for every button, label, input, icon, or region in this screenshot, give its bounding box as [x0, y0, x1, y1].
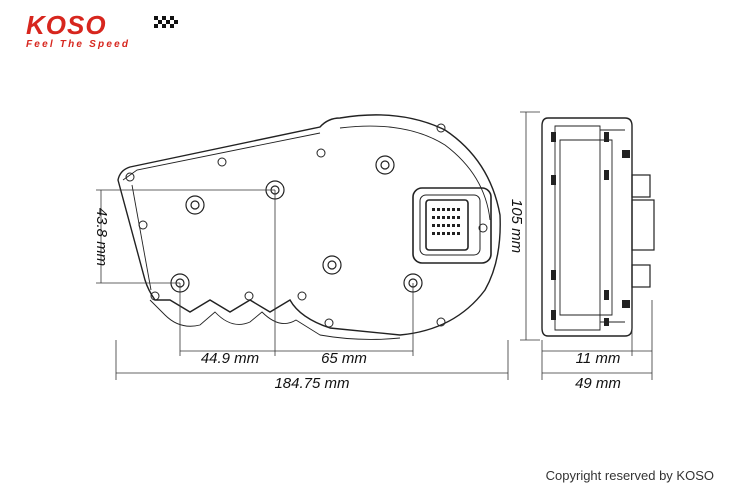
front-view: [117, 114, 501, 340]
checkered-flag-icon: [154, 16, 178, 28]
dimension-lines: [96, 111, 653, 380]
dim-offset-1: 44.9 mm: [201, 350, 259, 367]
screws: [125, 123, 488, 328]
mounting-bosses: [170, 155, 423, 293]
brand-tagline: Feel The Speed: [26, 39, 131, 50]
dim-total-width: 184.75 mm: [274, 375, 349, 392]
brand-name: KOSO: [26, 10, 107, 40]
dim-offset-2: 65 mm: [321, 350, 367, 367]
koso-logo: KOSO Feel The Speed: [26, 12, 130, 50]
housing-outline: [117, 114, 501, 336]
dim-height-left: 43.8 mm: [93, 208, 110, 266]
dim-height-right: 105 mm: [508, 199, 525, 253]
inner-arc: [339, 125, 491, 221]
connector-socket: [425, 199, 469, 251]
dim-depth-1: 11 mm: [576, 350, 621, 367]
side-view: [541, 117, 655, 337]
copyright-notice: Copyright reserved by KOSO: [545, 468, 714, 483]
connector-housing: [412, 187, 492, 264]
dim-depth-2: 49 mm: [575, 375, 621, 392]
